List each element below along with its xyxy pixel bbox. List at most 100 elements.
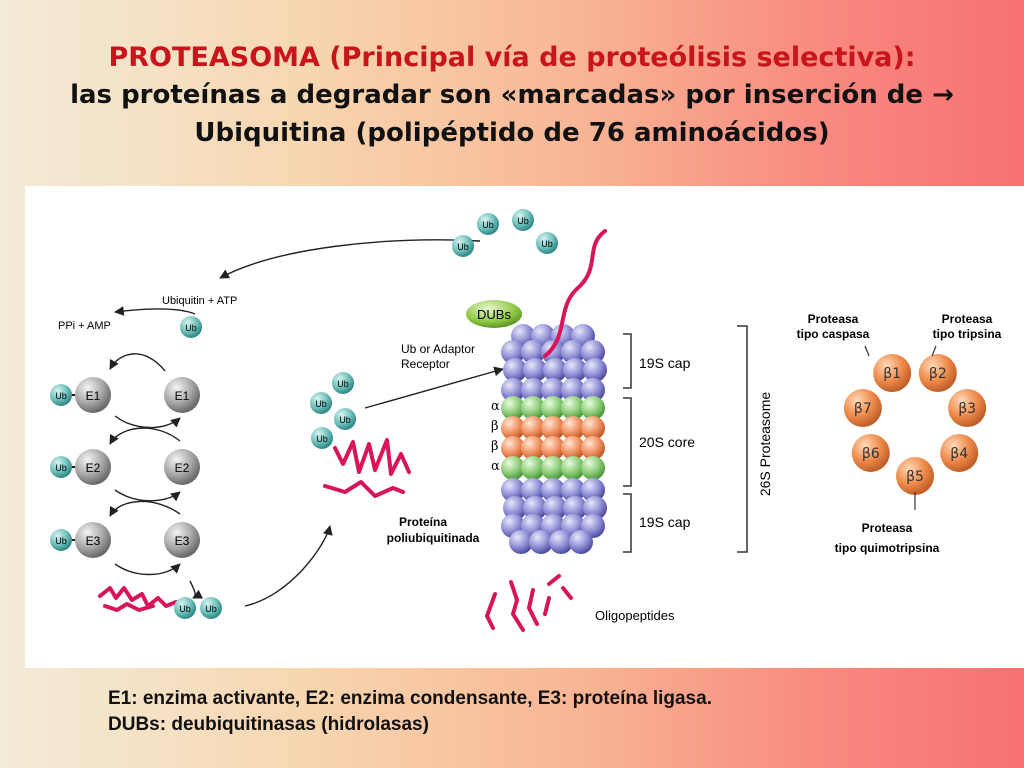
- proteasome-subunit-sphere: [523, 358, 547, 382]
- proteasome-subunit-sphere: [561, 456, 585, 480]
- ub-icon: [200, 597, 222, 619]
- proteasome-subunit-sphere: [561, 416, 585, 440]
- proteasome-subunit-sphere: [541, 416, 565, 440]
- proteasome-subunit-sphere: [549, 530, 573, 554]
- caspasa-label-2: tipo caspasa: [797, 327, 870, 341]
- ub-label: Ub: [55, 463, 67, 473]
- ub-label: Ub: [185, 323, 197, 333]
- ub-label: Ub: [315, 399, 327, 409]
- beta-subunit-label: β2: [929, 366, 947, 382]
- proteasome-subunit-sphere: [543, 358, 567, 382]
- ub-label: Ub: [517, 216, 529, 226]
- ub-icon: [180, 316, 202, 338]
- title-line-3: Ubiquitina (polipéptido de 76 aminoácido…: [194, 118, 830, 148]
- proteasome-subunit-sphere: [503, 496, 527, 520]
- dubs-label: DUBs: [477, 307, 511, 322]
- ub-icon: [477, 213, 499, 235]
- proteasome-subunit-sphere: [501, 396, 525, 420]
- title-line-2-text: las proteínas a degradar son «marcadas» …: [70, 80, 933, 110]
- quimotripsina-label-2: tipo quimotripsina: [835, 541, 940, 555]
- enzyme-cascade: Ub E1 E1 Ub E2 E2 Ub E3 E3: [50, 377, 200, 558]
- beta-subunit-1-icon: [873, 354, 912, 393]
- proteasome-subunit-sphere: [581, 478, 605, 502]
- ub-icon: [334, 408, 356, 430]
- proteasome-subunit-sphere: [521, 456, 545, 480]
- ub-label: Ub: [316, 434, 328, 444]
- polyubiquitinated-label-2: poliubiquitinada: [387, 531, 480, 545]
- e2-label: E2: [175, 461, 190, 475]
- cycle-arrows: [109, 239, 504, 607]
- substrate-protein: Ub Ub: [98, 586, 222, 619]
- proteasome-subunit-sphere: [541, 378, 565, 402]
- proteasome-subunit-sphere: [561, 396, 585, 420]
- beta-subunit-label: β5: [906, 469, 924, 485]
- e1-label: E1: [86, 389, 101, 403]
- beta-subunit-label: β4: [950, 446, 968, 462]
- caption-line-2: DUBs: deubiquitinasas (hidrolasas): [108, 714, 429, 735]
- proteasome-subunit-sphere: [521, 396, 545, 420]
- e3-enzyme-icon: [75, 522, 111, 558]
- caspasa-label-1: Proteasa: [808, 312, 859, 326]
- e3-label: E3: [86, 534, 101, 548]
- tripsina-label-2: tipo tripsina: [933, 327, 1002, 341]
- beta-subunit-4-icon: [940, 433, 979, 472]
- proteasome-subunit-sphere: [501, 340, 525, 364]
- proteasome-subunit-sphere: [541, 478, 565, 502]
- arrow-right-icon: →: [932, 80, 954, 110]
- beta-subunit-label: β6: [862, 446, 880, 462]
- released-ubiquitin: Ub Ub Ub Ub: [452, 209, 558, 257]
- ub-label: Ub: [541, 239, 553, 249]
- beta-subunit-label: β1: [883, 366, 901, 382]
- beta-subunit-label: β3: [958, 401, 976, 417]
- proteasome-subunit-sphere: [501, 416, 525, 440]
- ub-icon: [452, 235, 474, 257]
- ub-label: Ub: [457, 242, 469, 252]
- beta-subunit-7-icon: [843, 389, 882, 428]
- proteasome-subunit-sphere: [541, 436, 565, 460]
- beta-subunit-3-icon: [948, 389, 987, 428]
- proteasome-subunit-sphere: [563, 496, 587, 520]
- oligopeptides-label: Oligopeptides: [595, 608, 675, 623]
- e2-enzyme-icon: [164, 449, 200, 485]
- tripsina-label-1: Proteasa: [942, 312, 993, 326]
- ub-label: Ub: [205, 604, 217, 614]
- proteasome-subunit-sphere: [583, 496, 607, 520]
- proteasome-subunit-sphere: [541, 456, 565, 480]
- proteasome-subunit-sphere: [501, 436, 525, 460]
- e1-label: E1: [175, 389, 190, 403]
- proteasome-subunit-sphere: [501, 478, 525, 502]
- caption-line-1: E1: enzima activante, E2: enzima condens…: [108, 688, 712, 709]
- proteasome-subunit-sphere: [581, 436, 605, 460]
- proteasome-subunit-sphere: [541, 340, 565, 364]
- ppi-amp-label: PPi + AMP: [58, 320, 111, 332]
- ub-label: Ub: [482, 220, 494, 230]
- alpha-ring-label: α: [491, 399, 500, 414]
- proteasome-subunit-sphere: [581, 456, 605, 480]
- e1-enzyme-icon: [164, 377, 200, 413]
- proteasome-subunit-sphere: [563, 358, 587, 382]
- proteasome-barrel: [501, 324, 607, 554]
- receptor-label-2: Receptor: [401, 357, 450, 371]
- proteasome-subunit-sphere: [581, 340, 605, 364]
- ub-label: Ub: [339, 415, 351, 425]
- proteasome-subunit-sphere: [581, 396, 605, 420]
- alpha-ring-label: α: [491, 459, 500, 474]
- proteasome-subunit-sphere: [521, 416, 545, 440]
- ub-icon: [512, 209, 534, 231]
- e2-label: E2: [86, 461, 101, 475]
- beta-subunit-label: β7: [854, 401, 872, 417]
- proteasome-subunit-sphere: [529, 530, 553, 554]
- core-20s-label: 20S core: [639, 434, 695, 450]
- dubs-enzyme-icon: [466, 300, 522, 328]
- beta-ring-label: β: [491, 439, 499, 454]
- quimotripsina-label-1: Proteasa: [862, 521, 913, 535]
- proteasome-subunit-sphere: [541, 396, 565, 420]
- e2-enzyme-icon: [75, 449, 111, 485]
- beta-subunit-5-icon: [896, 457, 934, 495]
- proteasome-subunit-sphere: [509, 530, 533, 554]
- ubiquitin-proteasome-diagram: Ub Ub Ub Ub Ubiquitin + ATP PPi + AMP Ub…: [50, 209, 1002, 632]
- e3-label: E3: [175, 534, 190, 548]
- title-line-1: PROTEASOMA (Principal vía de proteólisis…: [108, 42, 916, 73]
- proteasome-subunit-sphere: [501, 456, 525, 480]
- ub-label: Ub: [55, 536, 67, 546]
